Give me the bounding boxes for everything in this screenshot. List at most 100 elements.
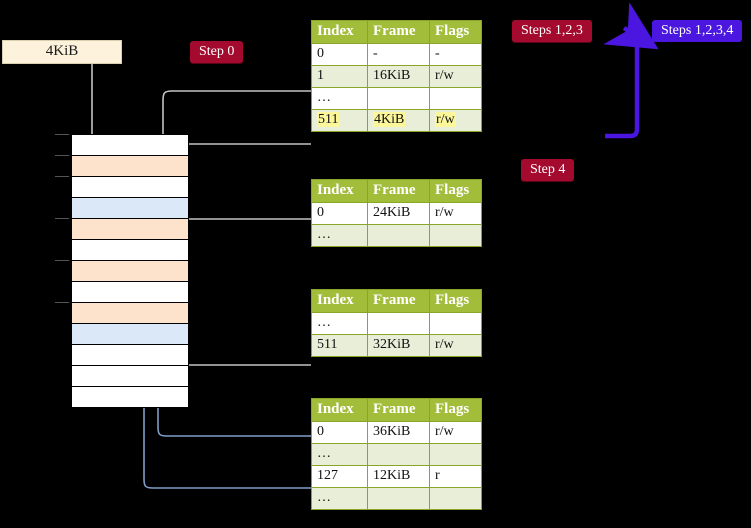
table-cell-frame (367, 224, 430, 247)
table-cell-frame: - (367, 43, 430, 66)
table-cell-flags (429, 87, 482, 110)
table-row[interactable]: … (311, 87, 482, 110)
table-cell-frame: 24KiB (367, 202, 430, 225)
step-4-badge: Step 4 (521, 159, 575, 181)
highlighted-value: 511 (317, 112, 340, 127)
memory-frame-row (71, 281, 189, 303)
table-cell-flags: r/w (429, 421, 482, 444)
table-cell-frame (367, 443, 430, 466)
steps-123-badge: Steps 1,2,3 (512, 20, 592, 42)
table-cell-flags: - (429, 43, 482, 66)
table-cell-index: … (311, 443, 368, 466)
memory-tick-mark (55, 134, 69, 135)
table-cell-index: … (311, 224, 368, 247)
table-cell-frame: 16KiB (367, 65, 430, 88)
table-cell-flags (429, 443, 482, 466)
table-cell-frame (367, 312, 430, 335)
table-cell-index: 1 (311, 65, 368, 88)
steps-1234-badge: Steps 1,2,3,4 (652, 20, 743, 42)
table-cell-frame (367, 87, 430, 110)
table-cell-index: … (311, 487, 368, 510)
memory-frame-row (71, 344, 189, 366)
memory-frame-row (71, 155, 189, 177)
column-header-frame: Frame (367, 179, 430, 203)
table-cell-index: 511 (311, 109, 368, 132)
memory-frame-row (71, 134, 189, 156)
column-header-flags: Flags (429, 179, 482, 203)
page-size-label: 4KiB (45, 43, 79, 59)
memory-frame-row (71, 239, 189, 261)
physical-memory-column (71, 134, 191, 414)
table-cell-frame: 36KiB (367, 421, 430, 444)
table-cell-frame: 12KiB (367, 465, 430, 488)
memory-tick-mark (55, 155, 69, 156)
column-header-flags: Flags (429, 398, 482, 422)
page-size-box: 4KiB (2, 40, 122, 64)
column-header-frame: Frame (367, 20, 430, 44)
memory-frame-row (71, 218, 189, 240)
table-cell-frame (367, 487, 430, 510)
table-cell-flags (429, 224, 482, 247)
column-header-index: Index (311, 179, 368, 203)
column-header-flags: Flags (429, 289, 482, 313)
table-cell-index: … (311, 87, 368, 110)
table-cell-index: 0 (311, 421, 368, 444)
table-cell-flags: r/w (429, 334, 482, 357)
memory-frame-row (71, 260, 189, 282)
memory-frame-row (71, 197, 189, 219)
table-cell-index: 127 (311, 465, 368, 488)
table-row[interactable]: 511 4KiB r/w (311, 109, 482, 132)
column-header-flags: Flags (429, 20, 482, 44)
table-cell-index: 0 (311, 43, 368, 66)
column-header-index: Index (311, 20, 368, 44)
memory-frame-row (71, 176, 189, 198)
highlighted-value: 4KiB (373, 112, 406, 127)
connector-table1-row0 (168, 218, 311, 261)
table-cell-flags: r/w (429, 109, 482, 132)
memory-tick-mark (55, 218, 69, 219)
step-0-badge: Step 0 (190, 41, 244, 63)
column-header-index: Index (311, 289, 368, 313)
memory-frame-row (71, 302, 189, 324)
memory-tick-mark (55, 176, 69, 177)
column-header-frame: Frame (367, 289, 430, 313)
table-cell-flags: r (429, 465, 482, 488)
memory-tick-mark (55, 260, 69, 261)
table-cell-index: … (311, 312, 368, 335)
table-row[interactable]: … (311, 312, 482, 335)
table-cell-frame: 32KiB (367, 334, 430, 357)
table-row[interactable]: 0-- (311, 43, 482, 66)
table-row[interactable]: … (311, 487, 482, 510)
column-header-frame: Frame (367, 398, 430, 422)
connector-table2-row511 (157, 311, 311, 366)
table-cell-frame: 4KiB (367, 109, 430, 132)
table-cell-flags: r/w (429, 65, 482, 88)
steps-bracket-arrow (603, 2, 659, 139)
table-cell-flags (429, 487, 482, 510)
table-row[interactable]: … (311, 224, 482, 247)
table-cell-flags (429, 312, 482, 335)
table-cell-index: 511 (311, 334, 368, 357)
column-header-index: Index (311, 398, 368, 422)
connector-table3-row127 (131, 207, 311, 489)
memory-frame-row (71, 386, 189, 408)
connector-table0-row1 (161, 90, 311, 219)
connector-table3-row0 (145, 328, 311, 437)
highlighted-value: r/w (435, 112, 456, 127)
table-row[interactable]: … (311, 443, 482, 466)
table-cell-index: 0 (311, 202, 368, 225)
memory-frame-row (71, 365, 189, 387)
